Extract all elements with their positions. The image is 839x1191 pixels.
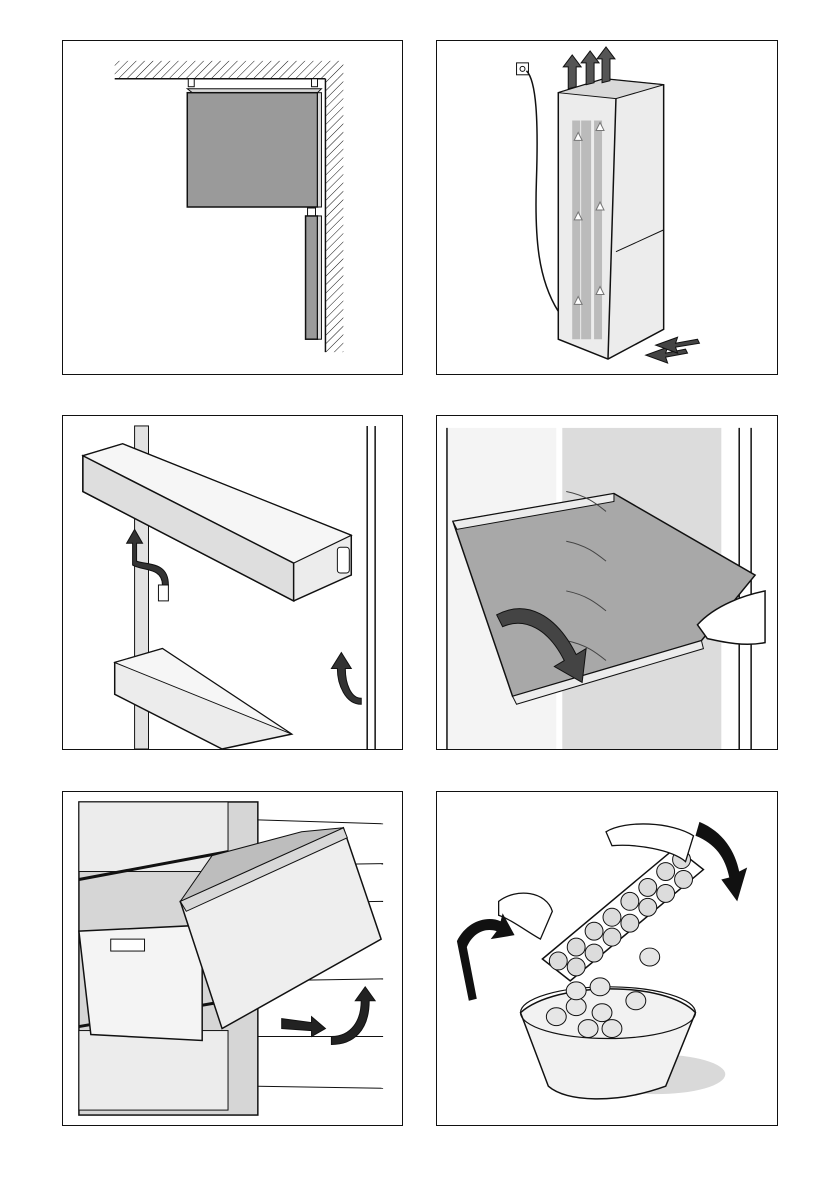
ice-tray-illustration	[437, 792, 777, 1125]
ventilation-illustration	[437, 41, 777, 374]
door-shelves-illustration	[63, 416, 402, 749]
socket-icon	[517, 63, 529, 75]
airflow-in-arrows	[646, 337, 700, 363]
fridge-door-open	[306, 216, 318, 339]
fridge-body	[187, 93, 317, 207]
rotate-right-arrow	[695, 822, 747, 902]
rotate-left-arrow	[457, 913, 515, 1000]
freezer-drawer-illustration	[63, 792, 402, 1125]
glass-shelf-illustration	[437, 416, 777, 749]
lift-up-arrow-3	[331, 987, 375, 1045]
panel-remove-freezer-drawer	[62, 791, 403, 1126]
installation-illustration	[63, 41, 402, 374]
wall-hatch	[325, 79, 343, 352]
power-cable	[526, 71, 558, 312]
panel-remove-door-shelves	[62, 415, 403, 750]
lift-up-arrow-2	[331, 653, 361, 705]
pull-out-arrow	[282, 1017, 326, 1037]
panel-remove-glass-shelf	[436, 415, 778, 750]
panel-installation-clearance	[62, 40, 403, 375]
panel-ventilation-airflow	[436, 40, 778, 375]
ceiling-hatch	[115, 61, 344, 79]
panel-empty-ice-tray	[436, 791, 778, 1126]
right-hand-icon	[606, 824, 693, 862]
